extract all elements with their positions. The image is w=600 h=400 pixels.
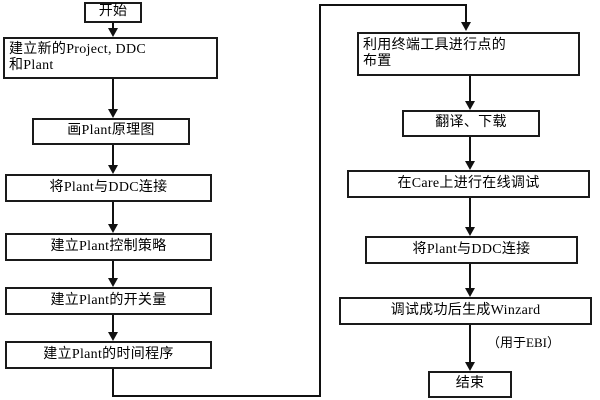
flow-node-terminal-tool-point-layout[interactable]: 利用终端工具进行点的 布置 <box>357 32 580 76</box>
connector-translate-download-to-online-debug-care <box>469 137 471 161</box>
connector-wrap-up-segment <box>319 4 321 396</box>
connector-wrap-top-segment <box>319 4 467 6</box>
connector-draw-plant-diagram-to-connect-plant-ddc-1 <box>112 145 114 165</box>
arrowhead-plant-digital-points-to-plant-time-program <box>108 332 118 341</box>
arrowhead-create-project-to-draw-plant-diagram <box>108 109 118 118</box>
winzard-usage-note: （用于EBI） <box>487 335 560 350</box>
arrowhead-connect-plant-ddc-2-to-generate-winzard <box>465 288 475 297</box>
flow-node-plant-time-program[interactable]: 建立Plant的时间程序 <box>5 341 212 369</box>
connector-connect-plant-ddc-2-to-generate-winzard <box>469 264 471 288</box>
flow-node-create-project[interactable]: 建立新的Project, DDC 和Plant <box>3 37 218 79</box>
arrowhead-terminal-tool-to-translate-download <box>465 101 475 110</box>
connector-wrap-down-segment <box>112 369 114 397</box>
arrowhead-connect-plant-ddc-1-to-plant-control-strategy <box>108 224 118 233</box>
arrowhead-generate-winzard-to-end <box>465 362 475 371</box>
flow-node-start[interactable]: 开始 <box>84 2 142 23</box>
arrowhead-online-debug-care-to-connect-plant-ddc-2 <box>465 227 475 236</box>
flow-node-translate-download[interactable]: 翻译、下载 <box>402 110 540 137</box>
flow-node-connect-plant-ddc-2[interactable]: 将Plant与DDC连接 <box>365 236 578 264</box>
flow-node-online-debug-care[interactable]: 在Care上进行在线调试 <box>347 170 590 198</box>
connector-online-debug-care-to-connect-plant-ddc-2 <box>469 198 471 227</box>
connector-plant-digital-points-to-plant-time-program <box>112 315 114 332</box>
connector-generate-winzard-to-end <box>469 325 471 362</box>
arrowhead-plant-control-strategy-to-plant-digital-points <box>108 278 118 287</box>
flow-node-plant-control-strategy[interactable]: 建立Plant控制策略 <box>5 233 212 261</box>
arrowhead-draw-plant-diagram-to-connect-plant-ddc-1 <box>108 165 118 174</box>
arrowhead-translate-download-to-online-debug-care <box>465 161 475 170</box>
connector-wrap-into-terminal-tool <box>465 4 467 23</box>
flow-node-plant-digital-points[interactable]: 建立Plant的开关量 <box>5 287 212 315</box>
flow-node-connect-plant-ddc-1[interactable]: 将Plant与DDC连接 <box>5 174 212 202</box>
flow-node-draw-plant-diagram[interactable]: 画Plant原理图 <box>32 118 190 145</box>
connector-create-project-to-draw-plant-diagram <box>112 79 114 109</box>
flow-node-end[interactable]: 结束 <box>428 371 512 398</box>
connector-plant-control-strategy-to-plant-digital-points <box>112 261 114 278</box>
connector-connect-plant-ddc-1-to-plant-control-strategy <box>112 202 114 224</box>
connector-terminal-tool-to-translate-download <box>469 76 471 101</box>
arrowhead-wrap-into-terminal-tool <box>461 22 471 31</box>
connector-wrap-bottom-segment <box>112 395 321 397</box>
flow-node-generate-winzard[interactable]: 调试成功后生成Winzard <box>339 297 592 325</box>
arrowhead-start-to-create-project <box>108 28 118 37</box>
